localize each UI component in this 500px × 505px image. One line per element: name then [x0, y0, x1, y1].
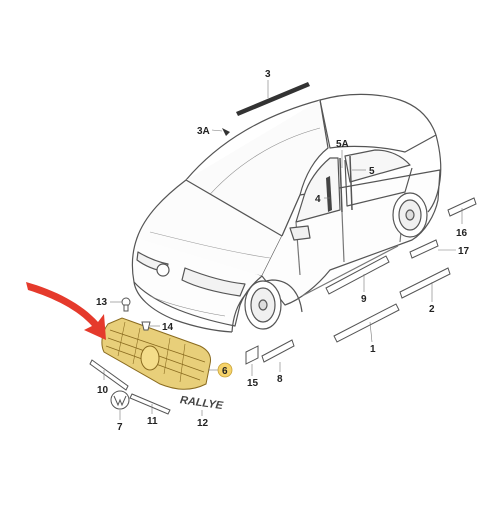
callout-4: 4 — [315, 194, 321, 205]
callout-5a: 5A — [336, 139, 349, 150]
callout-10: 10 — [97, 385, 109, 396]
clip-13 — [121, 297, 131, 312]
callout-1: 1 — [370, 344, 376, 355]
radiator-grille — [101, 317, 211, 390]
callout-17: 17 — [458, 246, 470, 257]
callout-2: 2 — [429, 304, 435, 315]
sill-trim-strip — [333, 303, 400, 343]
grille-trim-right — [129, 393, 171, 415]
fender-badge-plate — [245, 345, 259, 365]
rear-door-strip — [399, 267, 451, 299]
clip-14 — [141, 321, 151, 331]
callout-5: 5 — [369, 166, 375, 177]
callout-labels: 3 3A 5A 5 4 16 17 2 9 1 13 14 6 10 7 11 … — [96, 69, 470, 433]
callout-7: 7 — [117, 422, 123, 433]
b-pillar-trim — [326, 176, 332, 212]
roof-trim-strip — [236, 82, 310, 116]
callout-16: 16 — [456, 228, 468, 239]
callout-6: 6 — [222, 366, 228, 377]
pointer-arrow-icon — [26, 282, 106, 340]
callout-3a: 3A — [197, 126, 210, 137]
callout-3: 3 — [265, 69, 271, 80]
callout-11: 11 — [147, 416, 158, 427]
rear-door-strip-upper — [409, 239, 439, 259]
callout-13: 13 — [96, 297, 108, 308]
grille-trim-left — [89, 359, 129, 391]
rear-trim-piece — [447, 197, 477, 217]
vw-emblem-icon — [110, 390, 130, 410]
callout-14: 14 — [162, 322, 174, 333]
roof-trim-clip — [222, 128, 230, 136]
car-body — [131, 93, 442, 333]
leader-lines — [103, 80, 463, 420]
callout-8: 8 — [277, 374, 283, 385]
callout-9: 9 — [361, 294, 367, 305]
fender-trim-strip — [261, 339, 295, 363]
callout-12: 12 — [197, 418, 209, 429]
callout-6-highlight — [217, 362, 233, 378]
rallye-emblem: RALLYE — [179, 394, 224, 412]
callout-15: 15 — [247, 378, 259, 389]
front-door-strip-upper — [325, 255, 390, 295]
